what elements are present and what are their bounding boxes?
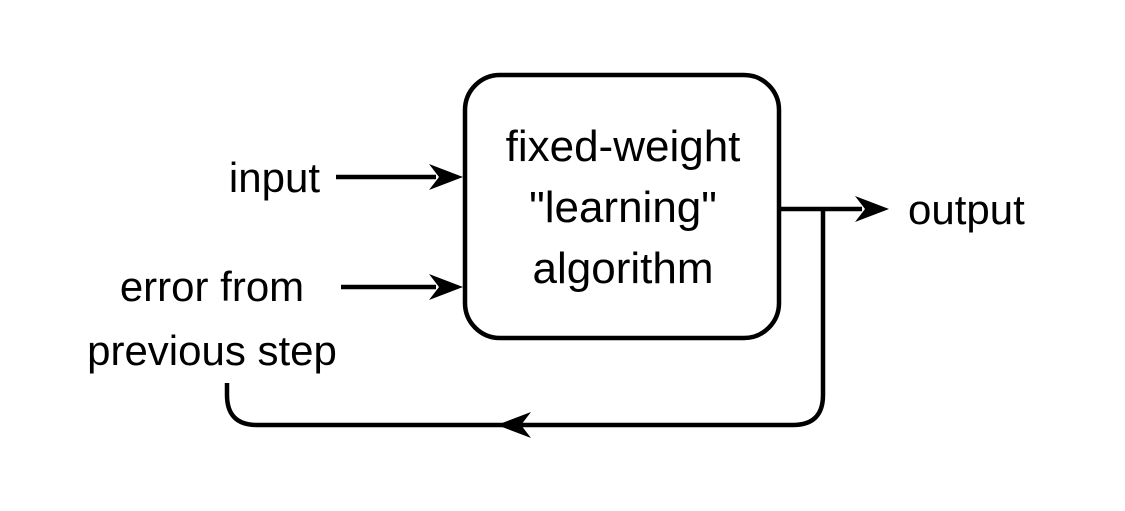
algorithm-box-line-3: algorithm — [533, 244, 714, 293]
error-label-line-1: error from — [120, 263, 304, 310]
input-label: input — [229, 154, 320, 201]
algorithm-box-line-1: fixed-weight — [506, 122, 741, 171]
algorithm-box-line-2: "learning" — [529, 183, 717, 232]
output-label: output — [908, 186, 1025, 233]
feedback-loop-arrow — [224, 209, 826, 428]
error-arrowhead-icon — [429, 274, 463, 300]
input-arrowhead-icon — [429, 164, 463, 190]
feedback-arrowhead-icon — [497, 412, 531, 438]
error-label-line-2: previous step — [87, 327, 337, 374]
algorithm-box — [462, 72, 782, 341]
output-arrowhead-icon — [855, 196, 889, 222]
